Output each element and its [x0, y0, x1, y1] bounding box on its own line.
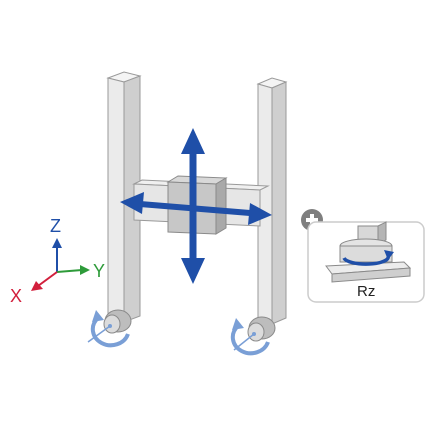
rotation-arrow-icon	[342, 255, 390, 266]
y-axis-arrowhead	[80, 265, 90, 275]
arrow-head-down	[181, 258, 205, 284]
translation-arrows	[120, 128, 272, 284]
x-axis-line	[37, 271, 58, 287]
right-post	[256, 77, 288, 325]
rz-inset-panel: Rz	[307, 221, 425, 303]
inset-base-front	[331, 267, 411, 283]
arrow-head-up	[181, 128, 205, 154]
y-axis-label: Y	[93, 261, 105, 281]
rz-label: Rz	[357, 283, 375, 300]
inset-rotation-arrowhead	[384, 250, 394, 260]
left-rotation-knob	[87, 309, 132, 348]
y-axis-line	[56, 269, 83, 273]
rotation-arrow-icon	[230, 324, 270, 356]
rotation-axis-line	[233, 333, 255, 351]
axes-triad: Z Y X	[10, 216, 105, 306]
right-rotation-knob	[230, 316, 276, 356]
z-axis-arrowhead	[52, 238, 62, 248]
rotation-arrow-icon	[90, 316, 130, 348]
axis-dot	[252, 332, 256, 336]
arrow-head-right	[248, 203, 272, 225]
knob-face	[247, 322, 265, 342]
knob-face	[103, 314, 121, 334]
x-axis-label: X	[10, 286, 22, 306]
rotation-arrowhead	[232, 318, 244, 330]
z-axis-label: Z	[50, 216, 61, 236]
horizontal-arrow	[139, 201, 251, 216]
rotation-axis-line	[87, 325, 111, 343]
inset-post-side	[377, 221, 387, 245]
rotation-arrowhead	[92, 310, 104, 322]
axis-dot	[108, 324, 112, 328]
x-axis-arrowhead	[31, 281, 43, 291]
arrow-head-left	[120, 192, 144, 214]
